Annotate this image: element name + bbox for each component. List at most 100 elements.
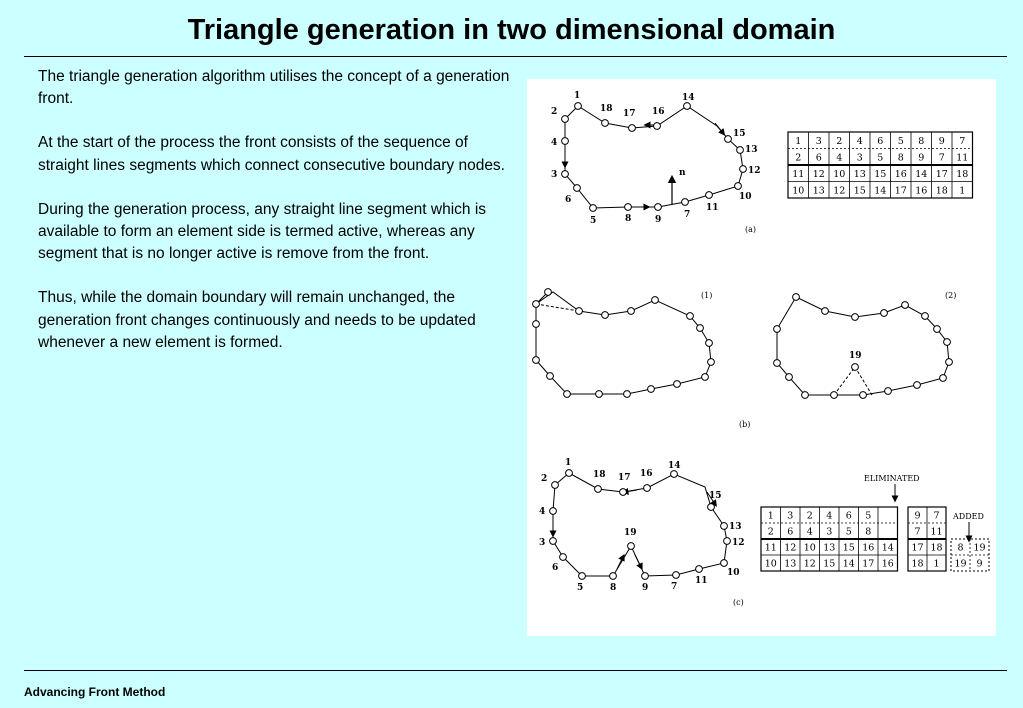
panel-b1-node (575, 307, 583, 315)
panel-b2-node (785, 373, 793, 381)
caption-c: (c) (733, 598, 744, 607)
panel-c-node (594, 485, 602, 493)
panel-c-node (619, 488, 627, 496)
panel-c-node-label: 2 (541, 474, 547, 484)
panel-b2-node (880, 309, 888, 317)
panel-c-node (641, 572, 649, 580)
panel-b1-node (532, 356, 540, 364)
table-a-cell: 8 (898, 152, 904, 163)
panel-b2-new-node (851, 363, 859, 371)
panel-a-node (724, 135, 732, 143)
table-a-cell: 16 (915, 185, 927, 196)
added-label: ADDED (952, 512, 984, 521)
panel-b1-node (673, 380, 681, 388)
table-a-cell: 12 (813, 169, 825, 180)
panel-c-node-label: 5 (577, 583, 583, 593)
panel-b-2: 19 (2) (773, 291, 956, 399)
sub-label-2: (2) (945, 291, 956, 300)
panel-c-node (609, 572, 617, 580)
panel-a-node-label: 1 (574, 91, 580, 101)
panel-c-node-label: 18 (593, 470, 606, 480)
table-a-cell: 4 (857, 136, 863, 147)
panel-a-node-label: 12 (748, 166, 761, 176)
table-a-cell: 17 (895, 185, 907, 196)
normal-label: n (679, 168, 686, 178)
caption-b: (b) (739, 420, 750, 429)
panel-a-node (705, 191, 713, 199)
panel-a-node-label: 8 (625, 214, 631, 224)
panel-c-node-label: 11 (695, 576, 708, 586)
table-a-cell: 14 (915, 169, 927, 180)
panel-a-node (561, 115, 569, 123)
table-a-cell: 6 (816, 152, 822, 163)
panel-b1-node (623, 390, 631, 398)
panel-a-node-label: 9 (655, 215, 661, 225)
panel-c-node-label: 7 (671, 582, 677, 592)
table-a-cell: 10 (792, 185, 804, 196)
panel-b1-node (532, 320, 540, 328)
panel-a-node (736, 146, 744, 154)
panel-c-node (551, 481, 559, 489)
panel-a-node-label: 2 (551, 107, 557, 117)
nodes-b1 (532, 288, 715, 398)
table-a-cell: 10 (833, 169, 845, 180)
panel-c-node-label: 19 (624, 528, 637, 538)
table-a-cell: 2 (836, 136, 842, 147)
panel-c-node-label: 3 (539, 538, 545, 548)
panel-b2-node (801, 391, 809, 399)
panel-c-node (565, 469, 573, 477)
table-c-main-cell: 5 (865, 511, 871, 522)
table-c-main-cell: 16 (882, 559, 894, 570)
panel-c-node-label: 16 (640, 469, 653, 479)
table-c-main-cell: 3 (826, 527, 832, 538)
body-text: The triangle generation algorithm utilis… (38, 66, 513, 376)
panel-b2-node (792, 293, 800, 301)
table-c-main-cell: 15 (823, 559, 835, 570)
panel-c-node-label: 13 (729, 522, 742, 532)
new-edge-b2-right (854, 366, 873, 396)
table-c-after-cell: 11 (930, 527, 942, 538)
table-a-cell: 5 (877, 152, 883, 163)
title-divider (24, 56, 1007, 57)
table-c-after-cell: 17 (911, 543, 923, 554)
table-c-main-cell: 10 (804, 543, 816, 554)
front-polygon-b1 (535, 291, 712, 395)
panel-c-node-label: 4 (539, 507, 545, 517)
table-a-cell: 15 (854, 185, 866, 196)
paragraph-3: During the generation process, any strai… (38, 200, 487, 263)
panel-a-node-label: 6 (565, 195, 571, 205)
panel-c-node-label: 15 (709, 491, 722, 501)
panel-a-node (601, 119, 609, 127)
table-c-added-cell: 8 (957, 543, 963, 554)
table-c-after-cell: 18 (911, 559, 923, 570)
panel-a-node-label: 5 (590, 216, 596, 226)
panel-b2-node (884, 387, 892, 395)
table-a-cell: 15 (874, 169, 886, 180)
panel-c-node (707, 503, 715, 511)
table-c-main-cell: 12 (784, 543, 796, 554)
panel-a-node (654, 203, 662, 211)
panel-c-node (643, 484, 651, 492)
arrow-19-9-c (634, 554, 643, 571)
table-a-cell: 8 (918, 136, 924, 147)
table-c-main-cell: 11 (765, 543, 777, 554)
panel-c-node (578, 572, 586, 580)
panel-b1-node (701, 373, 709, 381)
panel-b1-node (546, 372, 554, 380)
panel-a-node-label: 7 (684, 210, 690, 220)
panel-a-node-label: 15 (733, 129, 746, 139)
paragraph-2: At the start of the process the front co… (38, 134, 505, 174)
panel-c-node (549, 537, 557, 545)
new-node-label-b: 19 (849, 351, 862, 361)
table-a-cell: 5 (898, 136, 904, 147)
panel-c-node-label: 9 (642, 583, 648, 593)
table-a-cell: 3 (857, 152, 863, 163)
panel-b-1: (1) (532, 288, 715, 398)
panel-b2-node (933, 325, 941, 333)
table-a-cell: 14 (874, 185, 886, 196)
panel-a-node (681, 198, 689, 206)
